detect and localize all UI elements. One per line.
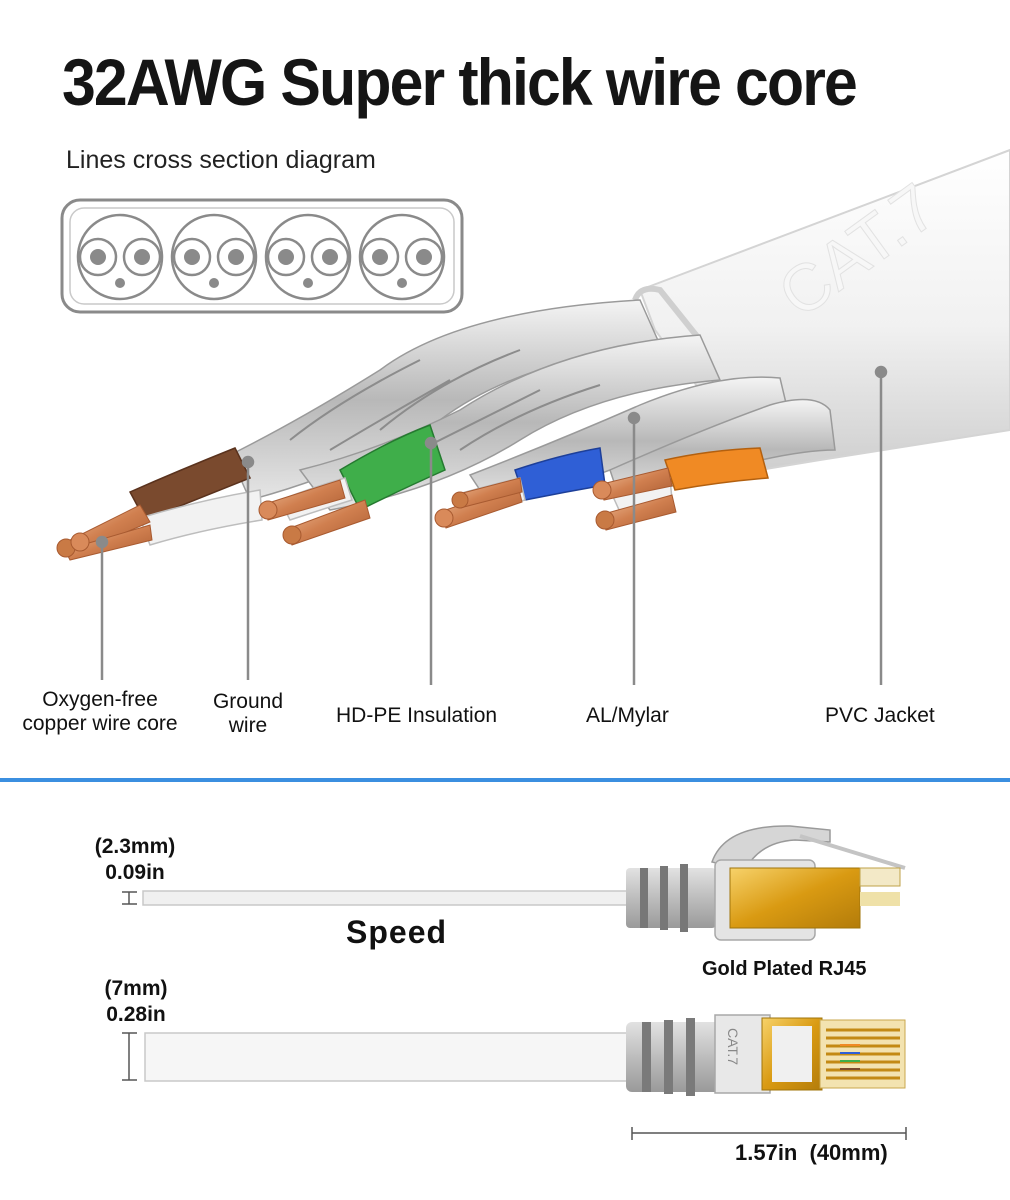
- section-divider: [0, 778, 1010, 782]
- page-title: 32AWG Super thick wire core: [62, 45, 858, 119]
- callout-copper-core: Oxygen-free copper wire core: [22, 688, 178, 735]
- flat-cable-thickness: (7mm) 0.28in: [104, 977, 168, 1026]
- pair-2-icon: [170, 213, 258, 301]
- gold-plated-rj45-label: Gold Plated RJ45: [702, 958, 867, 980]
- flat-cable-graphic: CAT.7: [122, 1014, 906, 1096]
- cross-section-diagram: [60, 198, 464, 314]
- pair-4-icon: [358, 213, 446, 301]
- callout-pvc-jacket: PVC Jacket: [825, 704, 935, 727]
- boot-print: CAT.7: [725, 1028, 741, 1065]
- length-dimension-line: [631, 1127, 907, 1140]
- pair-3-icon: [264, 213, 352, 301]
- pair-1-icon: [76, 213, 164, 301]
- speed-label: Speed: [346, 914, 448, 950]
- round-cable-thickness: (2.3mm) 0.09in: [94, 835, 176, 884]
- callout-leaders: [95, 365, 888, 685]
- connector-length-label: 1.57in (40mm): [735, 1140, 888, 1165]
- round-cable-graphic: [122, 825, 906, 941]
- copper-strands: [56, 467, 677, 561]
- callout-insulation: HD-PE Insulation: [336, 704, 498, 727]
- callout-mylar: AL/Mylar: [586, 704, 669, 727]
- brown-conductor: [128, 447, 263, 546]
- callout-ground-wire: Ground wire: [212, 690, 284, 737]
- cross-section-caption: Lines cross section diagram: [66, 146, 376, 174]
